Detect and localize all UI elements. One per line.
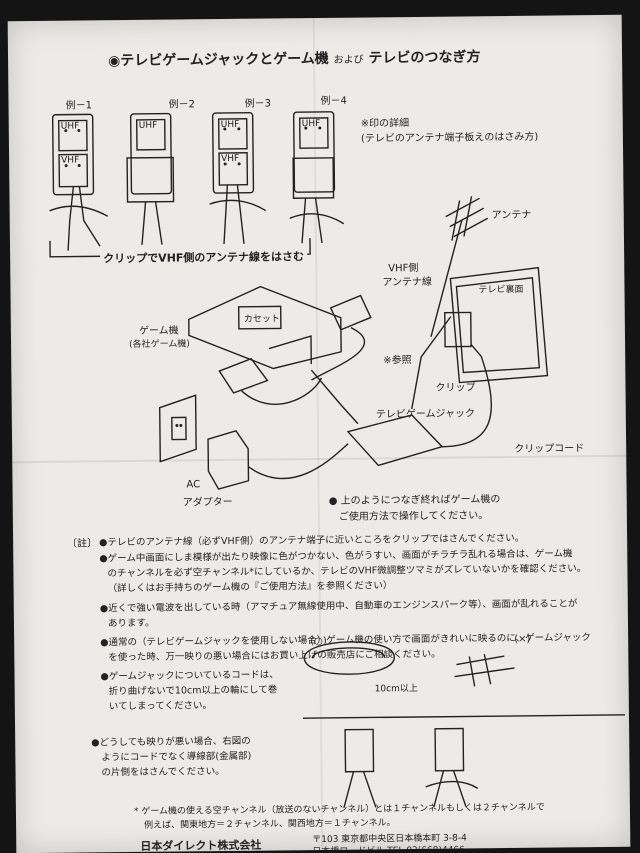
note-line: ●ゲームジャックについているコードは、 — [100, 669, 279, 683]
antenna-label: アンテナ — [491, 209, 532, 222]
uhf-label-1: UHF — [60, 121, 80, 132]
uhf-label-3: UHF — [220, 119, 240, 131]
cassette-label: カセット — [243, 314, 280, 325]
clip-instruction: クリップでVHF側のアンテナ線をはさむ — [100, 248, 308, 267]
connect-note-line1: ● 上のようにつなぎ終ればゲーム機の — [328, 494, 501, 507]
bad-reception-line: ●どうしても映りが悪い場合、右図の — [91, 735, 251, 749]
bad-mark: (×) — [514, 633, 531, 645]
coil-length-label: 10cm以上 — [374, 683, 418, 695]
note-line: いてしまってください。 — [108, 700, 212, 713]
game-machine-label: ゲーム機 — [138, 325, 179, 337]
instruction-sheet: ◉テレビゲームジャックとゲーム機 および テレビのつなぎ方 例－1 例－2 例－… — [7, 14, 631, 853]
connect-note-line2: ご使用方法で操作してください。 — [338, 510, 489, 523]
vhf-label-1: VHF — [61, 155, 80, 166]
clip-cord-label: クリップコード — [514, 443, 585, 455]
uhf-label-2: UHF — [138, 120, 158, 131]
tv-game-jack-label: テレビゲームジャック — [375, 408, 476, 421]
footnote-line2: 例えば、関東地方＝２チャンネル、関西地方＝１チャンネル。 — [144, 818, 396, 831]
uhf-label-4: UHF — [301, 118, 321, 130]
vhf-label-3: VHF — [221, 153, 240, 165]
good-mark: (○) — [310, 635, 327, 648]
clip-label: クリップ — [435, 382, 476, 394]
adapter-label: アダプター — [182, 496, 233, 509]
antenna-wire-label: アンテナ線 — [382, 276, 433, 289]
bad-reception-line: ようにコードでなく導線部(金属部) — [101, 750, 252, 764]
game-machine-sub-label: (各社ゲーム機) — [129, 339, 190, 350]
vhf-side-label: VHF側 — [388, 262, 419, 275]
note-line: あります。 — [107, 617, 155, 630]
address-line2: 日本橋ロードビル TEL 03(668)4466 — [312, 845, 465, 853]
note-line: （詳しくはお手持ちのゲーム機の『ご使用方法』を参照ください） — [107, 580, 393, 595]
wiring-illustrations — [49, 111, 625, 808]
tv-back-label: テレビ裏面 — [478, 284, 524, 296]
company-name: 日本ダイレクト株式会社 — [140, 838, 262, 853]
ac-label: AC — [186, 479, 201, 491]
note-line: 折り曲げないで10cm以上の輪にして巻 — [108, 684, 278, 698]
bad-reception-line: の片側をはさんでください。 — [101, 766, 225, 779]
notes-label: 〔註〕 — [67, 538, 98, 550]
reference-label: ※参照 — [383, 355, 412, 367]
